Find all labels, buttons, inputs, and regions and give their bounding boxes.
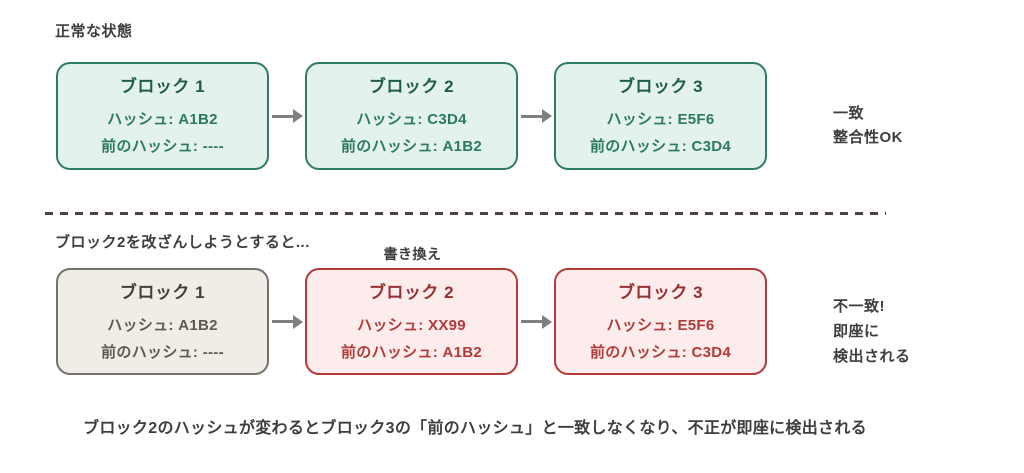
arrow-head [292, 109, 303, 123]
rewrite-label: 書き換え [383, 246, 442, 262]
block-title: ブロック 3 [617, 77, 704, 96]
block-hash: ハッシュ: A1B2 [107, 111, 218, 128]
block-normal-2: ブロック 2 ハッシュ: C3D4 前のハッシュ: A1B2 [305, 62, 518, 170]
annotation-line: 不一致! [833, 298, 885, 315]
arrow-head [292, 314, 303, 329]
diagram-caption: ブロック2のハッシュが変わるとブロック3の「前のハッシュ」と一致しなくなり、不正… [83, 420, 867, 437]
arrow-head [541, 109, 552, 123]
arrow-right-icon [518, 62, 554, 170]
block-title: ブロック 1 [119, 282, 206, 302]
arrow-shaft [520, 320, 542, 323]
block-prev-hash: 前のハッシュ: A1B2 [340, 343, 483, 361]
block-title: ブロック 2 [368, 77, 455, 96]
block-hash: ハッシュ: C3D4 [356, 111, 467, 128]
arrow-shaft [520, 114, 542, 118]
annotation-line: 即座に [833, 323, 880, 340]
arrow-shaft [271, 114, 293, 118]
annotation-match: 一致 整合性OK [833, 102, 903, 150]
block-prev-hash: 前のハッシュ: ---- [101, 138, 224, 155]
block-title: ブロック 2 [368, 282, 455, 302]
block-tampered-1: ブロック 1 ハッシュ: A1B2 前のハッシュ: ---- [56, 268, 269, 375]
annotation-line: 一致 [833, 105, 865, 122]
block-prev-hash: 前のハッシュ: C3D4 [589, 343, 732, 361]
block-hash: ハッシュ: A1B2 [107, 316, 218, 334]
block-hash: ハッシュ: E5F6 [606, 316, 715, 334]
arrow-right-icon [518, 268, 554, 375]
block-tampered-2: ブロック 2 ハッシュ: XX99 前のハッシュ: A1B2 [305, 268, 518, 375]
section-label-tampered: ブロック2を改ざんしようとすると... [55, 234, 310, 251]
arrow-right-icon [269, 268, 305, 375]
block-tampered-3: ブロック 3 ハッシュ: E5F6 前のハッシュ: C3D4 [554, 268, 767, 375]
annotation-line: 整合性OK [833, 129, 904, 146]
dashed-divider [45, 212, 886, 215]
block-normal-3: ブロック 3 ハッシュ: E5F6 前のハッシュ: C3D4 [554, 62, 767, 170]
block-normal-1: ブロック 1 ハッシュ: A1B2 前のハッシュ: ---- [56, 62, 269, 170]
block-hash: ハッシュ: E5F6 [606, 111, 715, 128]
normal-chain-row: ブロック 1 ハッシュ: A1B2 前のハッシュ: ---- ブロック 2 ハッ… [56, 62, 767, 170]
arrow-right-icon [269, 62, 305, 170]
annotation-line: 検出される [833, 348, 911, 365]
annotation-mismatch: 不一致! 即座に 検出される [833, 294, 911, 369]
block-title: ブロック 3 [617, 282, 704, 302]
tampered-chain-row: ブロック 1 ハッシュ: A1B2 前のハッシュ: ---- ブロック 2 ハッ… [56, 268, 767, 375]
arrow-head [541, 314, 552, 329]
block-prev-hash: 前のハッシュ: C3D4 [589, 138, 732, 155]
block-prev-hash: 前のハッシュ: A1B2 [340, 138, 483, 155]
block-hash: ハッシュ: XX99 [357, 316, 466, 334]
arrow-shaft [271, 320, 293, 323]
block-title: ブロック 1 [119, 77, 206, 96]
section-label-normal: 正常な状態 [55, 23, 133, 40]
block-prev-hash: 前のハッシュ: ---- [101, 343, 224, 361]
